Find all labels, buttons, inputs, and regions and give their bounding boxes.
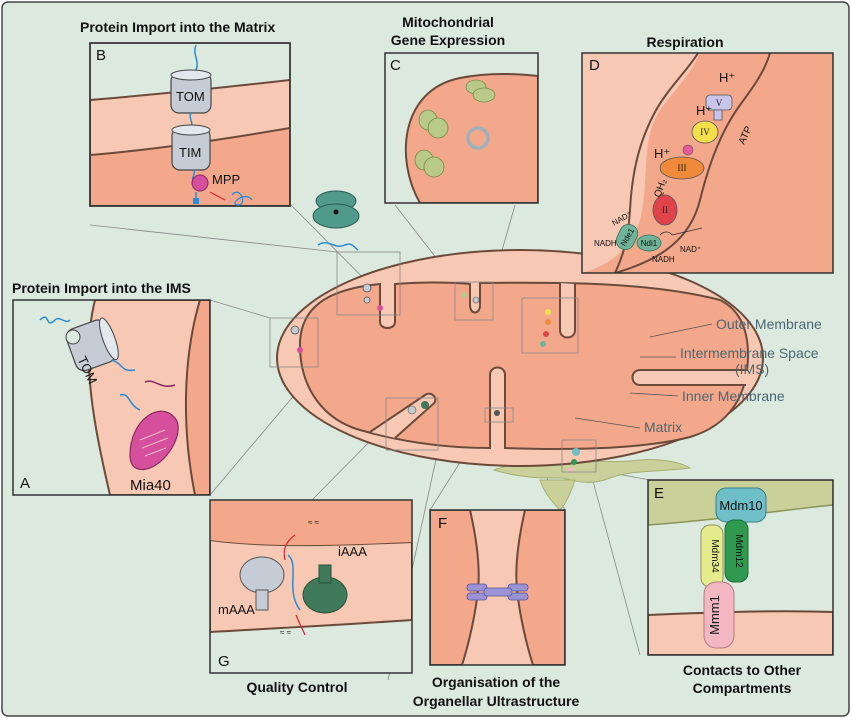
letter-panel-b: B xyxy=(96,47,106,64)
h-plus-1: H⁺ xyxy=(719,70,735,85)
letter-panel-a: A xyxy=(20,475,30,492)
label-matrix: Matrix xyxy=(644,419,682,435)
letter-panel-c: C xyxy=(390,57,401,74)
mdm10-label: Mdm10 xyxy=(719,498,762,513)
crista-1 xyxy=(559,283,576,339)
mia40-label: Mia40 xyxy=(130,477,171,494)
nde1: Nde1 xyxy=(615,223,639,251)
complex-iii: III xyxy=(659,156,705,180)
svg-text:IV: IV xyxy=(700,127,710,137)
region-labels: Outer Membrane Intermembrane Space (IMS)… xyxy=(574,316,822,435)
title-panel-e-line2: Compartments xyxy=(693,680,792,696)
title-panel-d: Respiration xyxy=(646,34,723,50)
svg-text:V: V xyxy=(716,98,723,108)
nadh-label-2: NADH xyxy=(652,255,675,264)
panel-g: ≈ ≈ ≈ ≈ iAAA mAAA G xyxy=(209,499,413,674)
title-panel-a: Protein Import into the IMS xyxy=(12,280,191,296)
panel-c: C xyxy=(384,52,539,204)
mitochondrion xyxy=(269,249,764,473)
svg-text:Ndi1: Ndi1 xyxy=(641,239,658,248)
panel-f: F xyxy=(429,509,566,666)
cytosolic-ribosome xyxy=(312,190,360,251)
label-intermembrane-space: Intermembrane Space xyxy=(680,345,819,361)
title-panel-c-line1: Mitochondrial xyxy=(402,14,494,30)
panel-d: D V IV III II Nde1 Ndi1 H⁺ H⁺ xyxy=(581,52,834,274)
h-plus-2: H⁺ xyxy=(696,103,712,118)
mito-ribosome-3 xyxy=(414,149,445,178)
label-inner-membrane: Inner Membrane xyxy=(682,388,785,404)
title-panel-b: Protein Import into the Matrix xyxy=(80,19,275,35)
complex-v: V xyxy=(705,94,733,121)
svg-text:II: II xyxy=(662,205,668,215)
letter-panel-g: G xyxy=(218,653,230,670)
nad-label-2: NAD⁺ xyxy=(680,245,701,254)
mdm12-protein xyxy=(724,519,749,583)
letter-panel-d: D xyxy=(589,57,600,74)
mitos-complex xyxy=(466,583,529,601)
mito-ribosome-1 xyxy=(465,79,496,103)
letter-panel-e: E xyxy=(654,485,664,502)
svg-text:≈ ≈: ≈ ≈ xyxy=(308,518,320,527)
maaa-protease xyxy=(239,556,285,611)
crista-2 xyxy=(631,369,748,386)
iaaa-label: iAAA xyxy=(338,544,367,559)
mtdna-circle xyxy=(466,126,490,150)
title-panel-c-line2: Gene Expression xyxy=(391,32,505,48)
mdm34-label: Mdm34 xyxy=(709,539,720,573)
panel-e: Mdm10 Mdm34 Mdm12 Mmm1 E xyxy=(647,479,834,656)
mpp-enzyme xyxy=(191,174,209,192)
mito-proteins xyxy=(290,283,580,473)
mito-ribosome-2 xyxy=(418,109,449,139)
complex-iv: IV xyxy=(691,120,719,144)
complex-ii: II xyxy=(652,194,678,226)
mmm1-label: Mmm1 xyxy=(707,595,722,635)
zoom-boxes xyxy=(269,251,597,473)
ndi1: Ndi1 xyxy=(636,234,662,252)
panel-b: B TOM TIM MPP xyxy=(89,42,291,207)
iaaa-protease xyxy=(302,564,348,614)
svg-text:III: III xyxy=(678,163,687,173)
label-ims-abbr: (IMS) xyxy=(735,361,769,377)
mpp-label: MPP xyxy=(212,172,240,187)
title-panel-e-line1: Contacts to Other xyxy=(683,662,802,678)
title-panel-f-line1: Organisation of the xyxy=(432,674,561,690)
cytochrome-c xyxy=(682,144,694,156)
tom-label-b: TOM xyxy=(176,89,205,104)
svg-text:≈ ≈: ≈ ≈ xyxy=(280,628,292,637)
title-panel-f-line2: Organellar Ultrastructure xyxy=(413,693,580,709)
panel-a: TOM A Mia40 xyxy=(12,299,211,496)
maaa-label: mAAA xyxy=(218,602,255,617)
tim-label: TIM xyxy=(179,145,201,160)
letter-panel-f: F xyxy=(438,515,447,532)
title-panel-g: Quality Control xyxy=(246,679,347,695)
mdm12-label: Mdm12 xyxy=(733,534,744,568)
mia40-protein xyxy=(129,410,179,471)
label-outer-membrane: Outer Membrane xyxy=(716,316,822,332)
h-plus-3: H⁺ xyxy=(654,146,670,161)
mmm1-protein xyxy=(703,581,735,649)
nadh-label-1: NADH xyxy=(594,239,617,248)
